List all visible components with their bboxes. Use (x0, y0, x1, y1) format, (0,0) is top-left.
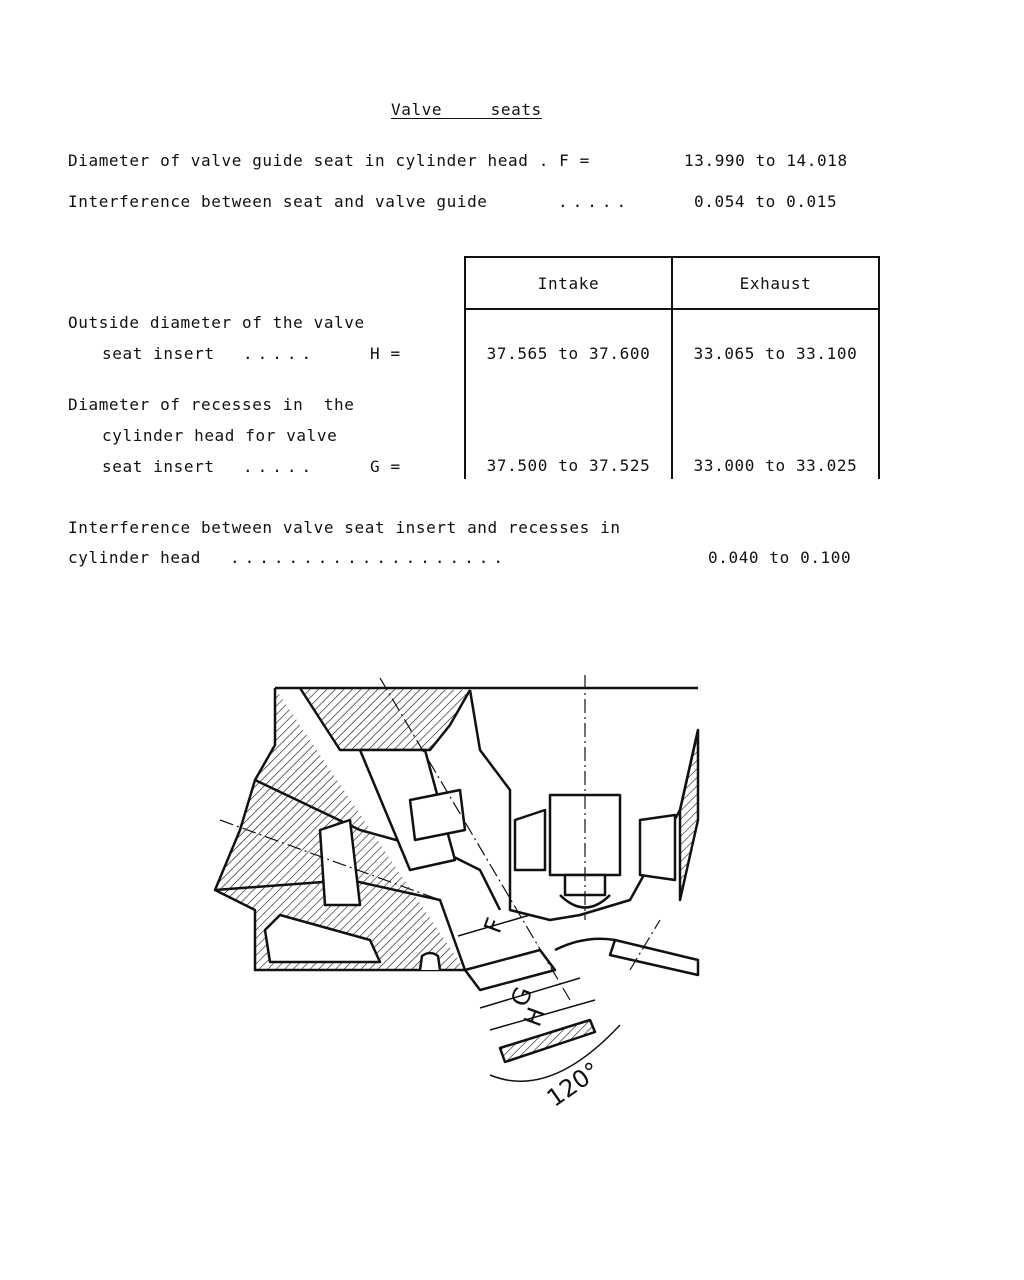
page-title: Valve seats (391, 100, 542, 119)
recess-interference-dots: ................... (230, 548, 509, 567)
recess-diameter-label-line1: Diameter of recesses in the (68, 395, 355, 414)
guide-interference-dots: ..... (558, 192, 632, 211)
outside-diameter-intake: 37.565 to 37.600 (464, 309, 673, 399)
outside-diameter-label-line2: seat insert (102, 344, 215, 363)
recess-diameter-exhaust: 33.000 to 33.025 (671, 399, 880, 479)
guide-interference-label: Interference between seat and valve guid… (68, 192, 488, 211)
guide-seat-label: Diameter of valve guide seat in cylinder… (68, 151, 590, 170)
header-exhaust: Exhaust (671, 256, 880, 310)
outside-diameter-exhaust: 33.065 to 33.100 (671, 309, 880, 399)
label-f: F (479, 914, 510, 937)
outside-diameter-dots: ..... (243, 344, 317, 363)
recess-interference-line2: cylinder head (68, 548, 202, 567)
outside-diameter-symbol: H = (370, 344, 401, 363)
recess-diameter-symbol: G = (370, 457, 401, 476)
guide-seat-value: 13.990 to 14.018 (684, 151, 848, 170)
guide-interference-value: 0.054 to 0.015 (694, 192, 838, 211)
recess-diameter-label-line2: cylinder head for valve (102, 426, 338, 445)
label-g: G (505, 983, 538, 1010)
label-h: H (518, 1004, 550, 1031)
header-intake: Intake (464, 256, 673, 310)
recess-interference-value: 0.040 to 0.100 (708, 548, 852, 567)
recess-diameter-intake: 37.500 to 37.525 (464, 399, 673, 479)
cylinder-head-section-drawing: F G H 120° (213, 675, 700, 1110)
recess-interference-line1: Interference between valve seat insert a… (68, 518, 621, 537)
valve-seat-table: Intake Exhaust 37.565 to 37.600 33.065 t… (464, 256, 880, 479)
recess-diameter-dots: ..... (243, 457, 317, 476)
recess-diameter-label-line3: seat insert (102, 457, 215, 476)
outside-diameter-label-line1: Outside diameter of the valve (68, 313, 365, 332)
